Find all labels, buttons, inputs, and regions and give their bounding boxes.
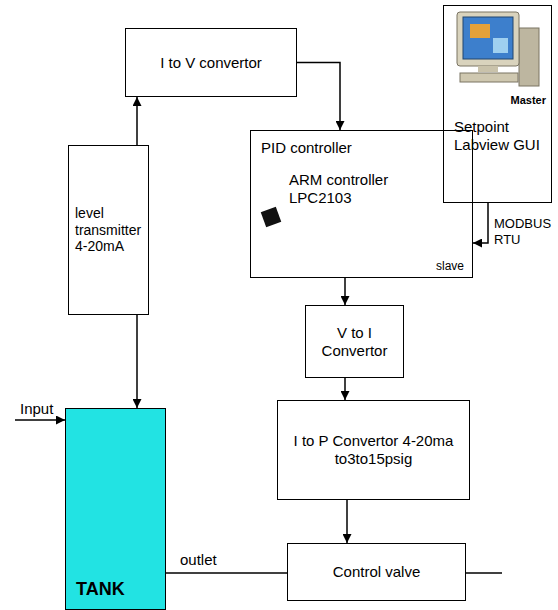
signal-connector [344,278,346,305]
node-text: I to V convertor [132,54,290,72]
converter-box: V to I Convertor [305,305,404,378]
signal-connector [297,63,340,131]
node-text: I to P Convertor 4-20ma to3to15psig [284,432,463,468]
keyboard [460,73,518,82]
node-text: Master [511,94,546,107]
chip-icon [261,207,282,228]
master-pc-box: MasterSetpoint Labview GUI [443,5,552,203]
signal-connector [344,378,346,400]
converter-box: I to P Convertor 4-20ma to3to15psig [277,400,470,500]
signal-connector [136,97,138,145]
monitor-body [457,12,519,66]
signal-connector [166,572,287,574]
screen-window [470,24,490,38]
node-text: V to I Convertor [312,324,397,360]
tank: TANK [65,408,166,610]
pc-tower [519,28,539,86]
node-text: ARM controller LPC2103 [289,171,404,207]
signal-label: Input [20,400,80,418]
signal-label: MODBUS RTU [494,216,556,247]
signal-label: outlet [180,551,240,569]
controller-box: PID controllerARM controller LPC2103 slav… [250,130,473,278]
outlet-pipe [466,572,502,574]
signal-connector [473,203,488,243]
input-line [15,419,65,421]
converter-box: I to V convertor [125,28,297,97]
monitor-stand [478,66,498,72]
node-text: Control valve [294,563,459,581]
node-text: PID controller [261,139,352,157]
transmitter-box: level transmitter 4-20mA [68,145,149,315]
node-text: slave [436,259,464,273]
signal-connector [136,315,138,408]
screen-window [493,38,508,53]
monitor-screen [463,17,513,59]
signal-connector [346,500,348,543]
node-text: Setpoint Labview GUI [454,118,546,154]
valve-box: Control valve [287,543,466,601]
node-text: TANK [76,579,125,601]
node-text: level transmitter 4-20mA [75,205,142,255]
